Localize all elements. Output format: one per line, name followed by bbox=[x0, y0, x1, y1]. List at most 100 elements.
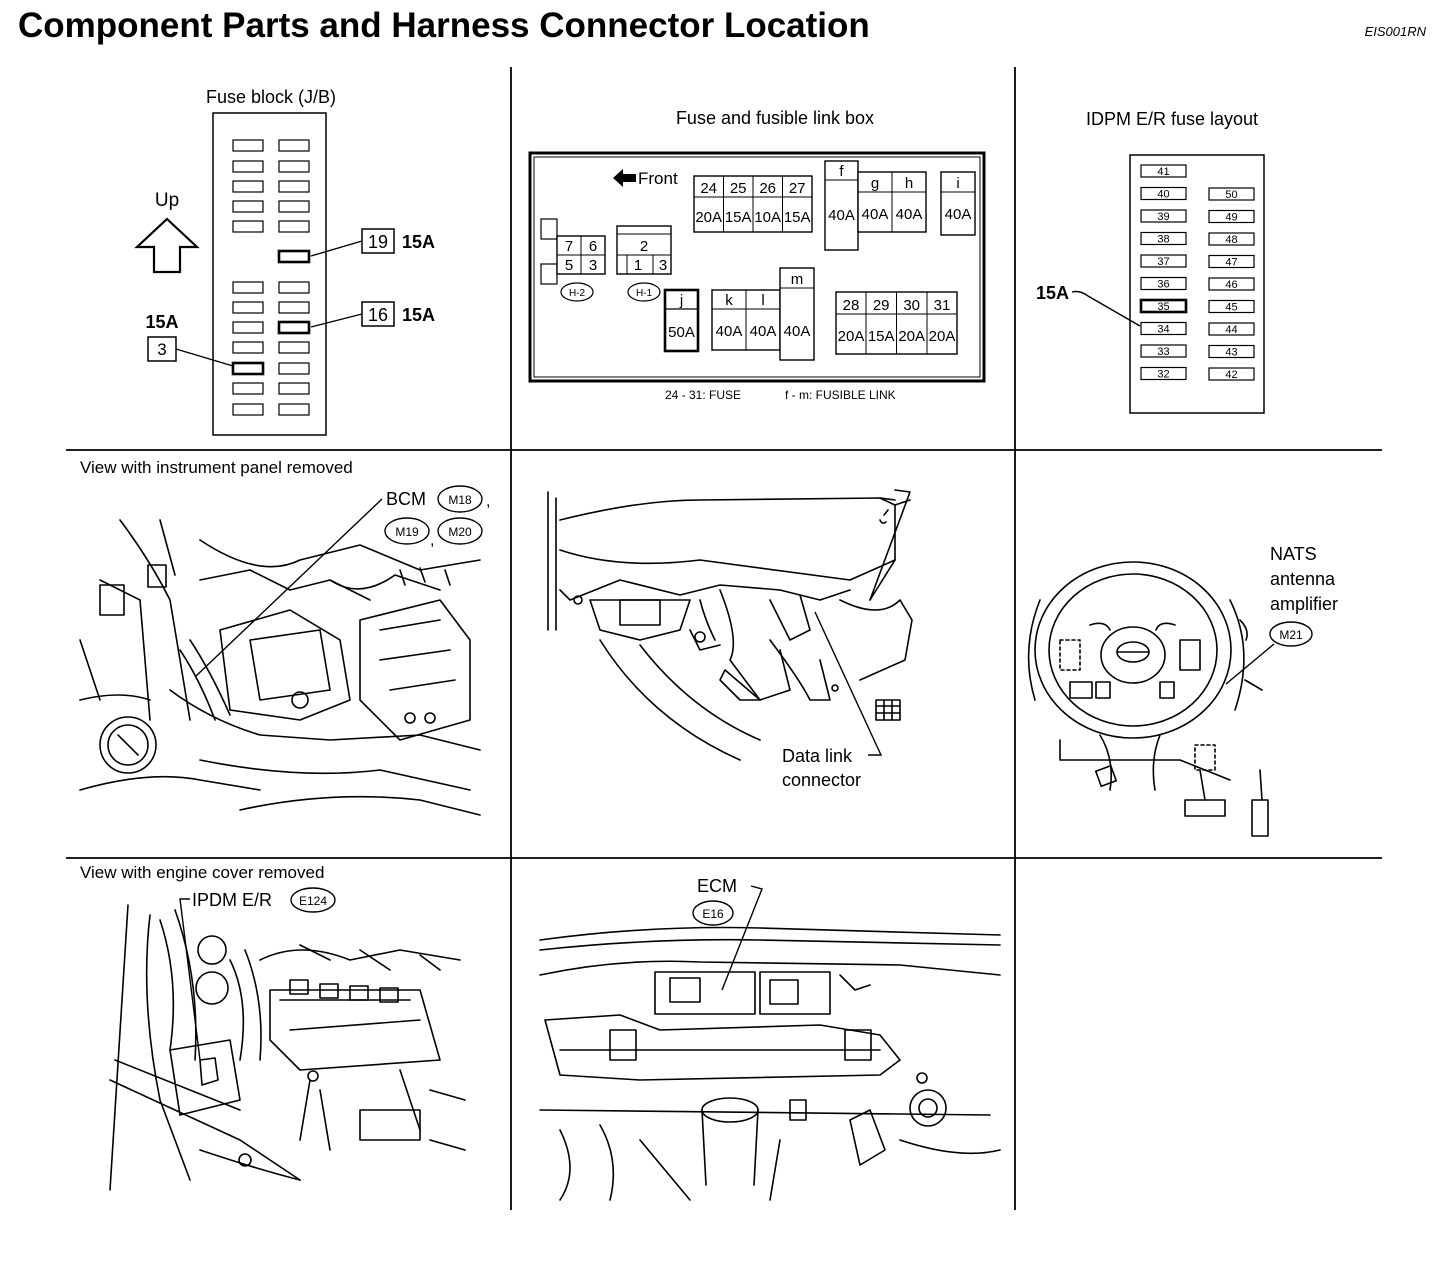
ipdm-fuse-slot bbox=[1140, 366, 1187, 381]
ipdm-fuse-number: 48 bbox=[1225, 234, 1237, 246]
ipdm-fuse-number: 41 bbox=[1157, 166, 1169, 178]
separator-comma: , bbox=[486, 493, 490, 510]
link-i-id: i bbox=[956, 175, 959, 192]
ipdm-fuse-slot bbox=[1208, 277, 1255, 291]
dlc-label-line1: Data link bbox=[782, 746, 853, 766]
link-g-rating: 40A bbox=[862, 206, 889, 223]
ipdm-fuse-35-leader bbox=[1071, 290, 1141, 327]
ipdm-fuse-slot bbox=[1208, 299, 1255, 314]
ipdm-fuse-slot bbox=[1140, 321, 1187, 336]
fuse-3-leader bbox=[175, 348, 234, 367]
ecm-leader bbox=[721, 885, 763, 991]
fuse-16-number: 16 bbox=[368, 305, 388, 325]
fuse-27-number: 27 bbox=[789, 180, 806, 197]
link-g-id: g bbox=[871, 175, 879, 192]
relay-h2-pin-6: 6 bbox=[589, 238, 597, 255]
fuse-19-leader bbox=[310, 240, 363, 257]
fuse-slot bbox=[278, 341, 310, 354]
ecm-label: ECM bbox=[697, 876, 737, 896]
link-j bbox=[663, 288, 700, 353]
ipdm-fuse-slot bbox=[1208, 322, 1255, 336]
fuse-slot bbox=[232, 301, 264, 314]
ipdm-fuse-35-rating: 15A bbox=[1036, 283, 1069, 303]
ipdm-fuse-slot bbox=[1140, 254, 1187, 268]
fuse-slot bbox=[277, 249, 311, 264]
ipdm-fuse-number: 40 bbox=[1157, 189, 1169, 201]
fuse-3-number: 3 bbox=[157, 340, 166, 359]
bcm-view-caption: View with instrument panel removed bbox=[80, 458, 353, 477]
ipdm-fuse-number: 45 bbox=[1225, 302, 1237, 314]
relay-h2-tag-text: H-2 bbox=[569, 288, 586, 299]
relay-h1-tag-text: H-1 bbox=[636, 288, 653, 299]
bcm-connector-m20 bbox=[437, 517, 483, 545]
fuse-3-rating: 15A bbox=[145, 312, 178, 332]
link-l-id: l bbox=[761, 292, 764, 309]
ecm-illustration bbox=[539, 926, 1001, 1201]
fuse-slot bbox=[278, 200, 310, 213]
relay-h2-tab-bottom bbox=[540, 263, 558, 285]
fuse-19-box bbox=[361, 228, 395, 254]
fuse-slot bbox=[278, 139, 310, 152]
fuse-slot bbox=[232, 200, 264, 213]
fuse-slot bbox=[232, 403, 264, 416]
dlc-view-panel: Data link connector bbox=[547, 489, 913, 790]
nats-view-panel: NATS antenna amplifier M21 bbox=[1027, 544, 1338, 837]
link-box-panel: Fuse and fusible link box Front 24 25 26… bbox=[528, 108, 986, 402]
ipdm-fuse-number: 32 bbox=[1157, 369, 1169, 381]
fuse-block-panel: Fuse block (J/B) Up 19 15A 16 15A 15A 3 bbox=[134, 87, 435, 436]
link-box-title: Fuse and fusible link box bbox=[676, 108, 874, 128]
nats-label-line1: NATS bbox=[1270, 544, 1317, 564]
up-arrow-icon bbox=[134, 217, 200, 274]
ecm-view-panel: ECM E16 bbox=[539, 876, 1001, 1201]
fuse-slot bbox=[232, 382, 264, 395]
ipdm-view-panel: View with engine cover removed IPDM E/R … bbox=[80, 863, 466, 1191]
ipdm-leader bbox=[179, 898, 201, 1061]
link-i-rating: 40A bbox=[945, 206, 972, 223]
link-i bbox=[940, 171, 976, 236]
fuse-slot bbox=[232, 281, 264, 294]
ipdm-fuse-number: 44 bbox=[1225, 324, 1237, 336]
fuse-slot bbox=[232, 180, 264, 193]
fuse-29-number: 29 bbox=[873, 297, 890, 314]
ipdm-fuse-slot bbox=[1140, 276, 1187, 291]
bcm-connector-m19-text: M19 bbox=[395, 525, 419, 539]
link-f-rating: 40A bbox=[828, 207, 855, 224]
link-f bbox=[824, 160, 859, 251]
fuse-slot bbox=[278, 403, 310, 416]
ipdm-fuse-slot bbox=[1140, 209, 1187, 223]
fuse-30-rating: 20A bbox=[898, 328, 925, 345]
fuse-31-number: 31 bbox=[934, 297, 951, 314]
link-m bbox=[779, 267, 815, 361]
fuse-16-box bbox=[361, 301, 395, 327]
ipdm-fuse-slot bbox=[1208, 367, 1255, 381]
fuse-slot bbox=[232, 160, 264, 173]
ecm-connector-e16 bbox=[692, 900, 734, 926]
link-m-id: m bbox=[791, 271, 804, 288]
fuse-16-leader bbox=[310, 313, 363, 328]
ipdm-connector-e124-text: E124 bbox=[299, 894, 327, 908]
relay-h2-tab-top bbox=[540, 218, 558, 240]
link-k-id: k bbox=[725, 292, 733, 309]
fuse-slot bbox=[278, 160, 310, 173]
bcm-leader bbox=[195, 498, 383, 677]
fuse-slot bbox=[278, 281, 310, 294]
dlc-leader bbox=[814, 611, 883, 756]
ipdm-fuse-number: 34 bbox=[1157, 324, 1169, 336]
relay-h2-tag bbox=[560, 282, 594, 302]
separator-comma: , bbox=[430, 532, 434, 549]
fuse-19-number: 19 bbox=[368, 232, 388, 252]
bcm-label: BCM bbox=[386, 489, 426, 509]
ipdm-fuse-number: 36 bbox=[1157, 279, 1169, 291]
ipdm-fuse-number: 49 bbox=[1225, 212, 1237, 224]
ipdm-fuse-number: 39 bbox=[1157, 211, 1169, 223]
fuse-25-number: 25 bbox=[730, 180, 747, 197]
ipdm-fuse-number: 46 bbox=[1225, 279, 1237, 291]
engine-bay-illustration bbox=[109, 904, 466, 1191]
link-l-rating: 40A bbox=[750, 323, 777, 340]
fuse-26-rating: 10A bbox=[754, 209, 781, 226]
fuse-slot-grid bbox=[231, 139, 311, 416]
ipdm-connector-e124 bbox=[290, 887, 336, 913]
legend-fuse: 24 - 31: FUSE bbox=[665, 388, 741, 402]
